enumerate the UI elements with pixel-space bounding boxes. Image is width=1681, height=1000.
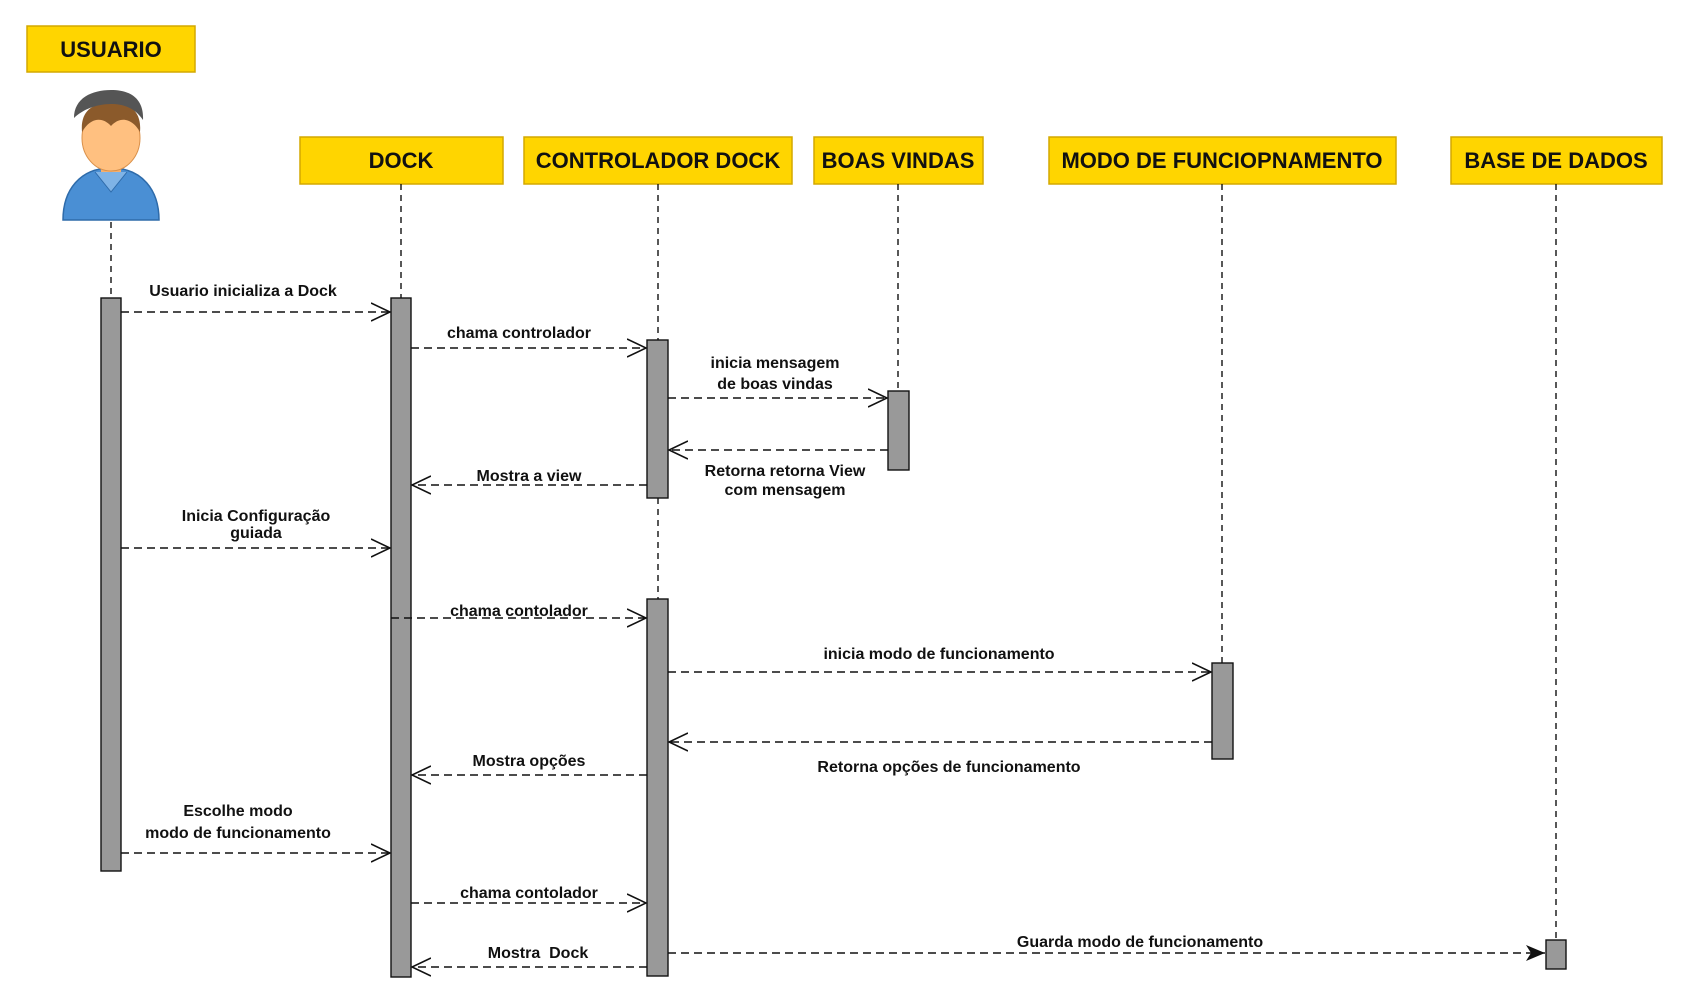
participant-controlador-dock: CONTROLADOR DOCK — [523, 136, 793, 185]
participant-usuario: USUARIO — [26, 25, 196, 73]
participant-usuario-box — [26, 25, 196, 73]
message-label-3a: inicia mensagem — [711, 355, 840, 372]
message-label-3b: de boas vindas — [717, 376, 833, 393]
user-avatar-icon — [62, 90, 160, 221]
message-label-9: Retorna opções de funcionamento — [817, 759, 1080, 776]
activation-controlador-2 — [646, 598, 669, 977]
messages — [121, 312, 1545, 967]
message-label-11a: Escolhe modo — [183, 803, 293, 820]
activation-usuario — [100, 297, 122, 872]
participant-controlador-box — [523, 136, 793, 185]
message-label-4b: com mensagem — [725, 482, 846, 499]
participant-dock-box — [299, 136, 504, 185]
message-label-1: Usuario inicializa a Dock — [149, 283, 337, 300]
message-label-10: Mostra opções — [473, 753, 586, 770]
activations — [100, 297, 1567, 978]
activation-boas-vindas — [887, 390, 910, 471]
activation-modo — [1211, 662, 1234, 760]
participant-boas-vindas: BOAS VINDAS — [813, 136, 984, 185]
participant-controlador-label: CONTROLADOR DOCK — [536, 148, 781, 173]
message-label-14: Mostra Dock — [488, 945, 589, 962]
message-label-6b: guiada — [230, 525, 282, 542]
message-label-8: inicia modo de funcionamento — [823, 646, 1054, 663]
participant-boas-vindas-label: BOAS VINDAS — [822, 148, 975, 173]
participant-base-dados: BASE DE DADOS — [1450, 136, 1663, 185]
activation-dock — [390, 297, 412, 978]
participant-base-label: BASE DE DADOS — [1464, 148, 1647, 173]
message-label-6a: Inicia Configuração — [182, 508, 331, 525]
message-label-4a: Retorna retorna View — [705, 463, 866, 480]
participant-modo-label: MODO DE FUNCIOPNAMENTO — [1061, 148, 1382, 173]
message-label-13: Guarda modo de funcionamento — [1017, 934, 1263, 951]
participant-usuario-label: USUARIO — [60, 37, 161, 62]
message-label-2: chama controlador — [447, 325, 591, 342]
activation-controlador-1 — [646, 339, 669, 499]
message-label-12: chama contolador — [460, 885, 598, 902]
participant-dock-label: DOCK — [369, 148, 434, 173]
lifelines — [110, 184, 1557, 940]
participant-dock: DOCK — [299, 136, 504, 185]
participant-base-box — [1450, 136, 1663, 185]
participant-boas-vindas-box — [813, 136, 984, 185]
participant-modo-funcionamento: MODO DE FUNCIOPNAMENTO — [1048, 136, 1397, 185]
message-labels: Usuario inicializa a Dock chama controla… — [145, 283, 1263, 962]
message-label-5: Mostra a view — [477, 468, 582, 485]
message-label-7: chama contolador — [450, 603, 588, 620]
activation-base — [1545, 939, 1567, 970]
message-label-11b: modo de funcionamento — [145, 825, 331, 842]
